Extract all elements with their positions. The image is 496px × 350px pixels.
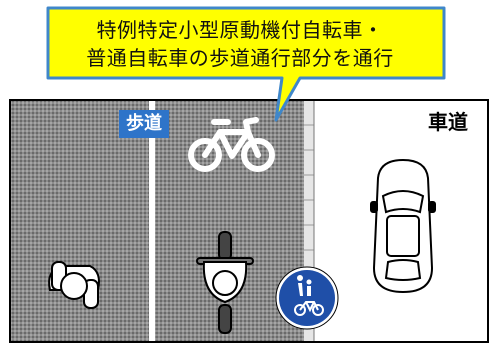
cyclist-top-view-icon [196, 231, 254, 334]
lane-divider-line [149, 101, 155, 341]
car-top-view-icon [370, 158, 436, 294]
pedestrian-top-view-icon [48, 261, 100, 309]
roadway-label: 車道 [428, 110, 468, 134]
curb [304, 101, 314, 341]
pedestrian-bicycle-sign-icon [275, 266, 339, 330]
sidewalk-label: 歩道 [119, 110, 169, 138]
callout-text: 特例特定小型原動機付自転車・ 普通自転車の歩道通行部分を通行 [52, 16, 428, 72]
bicycle-road-marking-icon [188, 117, 275, 172]
callout-line-1: 特例特定小型原動機付自転車・ [96, 18, 384, 42]
callout-bubble [46, 6, 446, 122]
callout-line-2: 普通自転車の歩道通行部分を通行 [86, 46, 394, 70]
